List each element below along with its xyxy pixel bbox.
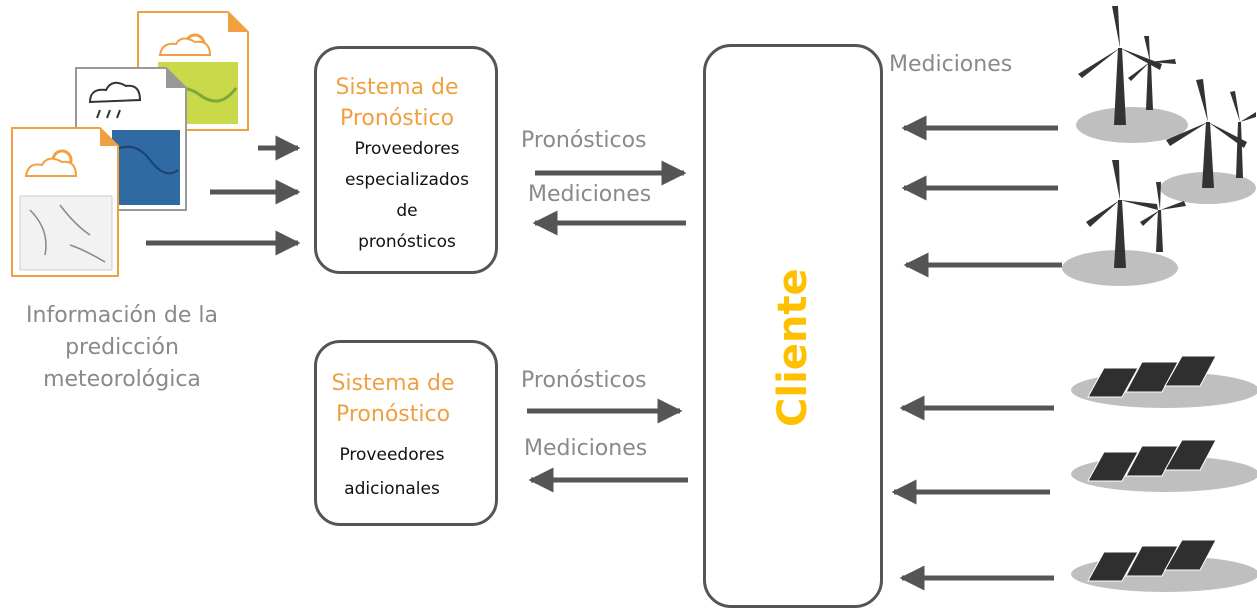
system-2-measure-label: Mediciones (524, 436, 648, 461)
forecast-system-1-box (314, 46, 498, 274)
system-1-title-line-1: Sistema de (335, 75, 459, 100)
system-2-forecast-label: Pronósticos (521, 368, 647, 393)
system-1-forecast-label: Pronósticos (521, 128, 647, 153)
forecast-system-1-title: Sistema de Pronóstico (322, 72, 472, 134)
system-1-sub-line-4: pronósticos (358, 232, 456, 252)
wind-turbines-icon (1062, 6, 1256, 286)
system-1-sub-line-3: de (396, 201, 418, 221)
system-2-sub-line-2: adicionales (344, 479, 440, 499)
weather-info-label: Información de la predicción meteorológi… (0, 300, 252, 396)
forecast-system-2-box (314, 340, 498, 526)
solar-panels-icon (1071, 355, 1257, 592)
system-2-title-line-2: Pronóstico (335, 402, 451, 427)
system-1-sub-line-2: especializados (345, 170, 469, 190)
weather-info-line-2: predicción (65, 335, 179, 360)
system-2-title-line-1: Sistema de (331, 371, 455, 396)
system-1-measure-label: Mediciones (528, 182, 652, 207)
forecast-system-2-subtitle: Proveedores adicionales (312, 438, 472, 506)
weather-info-line-3: meteorológica (43, 367, 201, 392)
client-label: Cliente (770, 268, 816, 427)
forecast-system-1-subtitle: Proveedores especializados de pronóstico… (327, 134, 487, 258)
system-1-sub-line-1: Proveedores (354, 139, 460, 159)
sun-document-icon (11, 127, 119, 277)
client-box (703, 44, 883, 608)
system-1-title-line-2: Pronóstico (339, 106, 455, 131)
plants-measure-label: Mediciones (889, 52, 1013, 77)
forecast-system-2-title: Sistema de Pronóstico (318, 368, 468, 430)
weather-info-line-1: Información de la (26, 303, 218, 328)
system-2-sub-line-1: Proveedores (339, 445, 445, 465)
